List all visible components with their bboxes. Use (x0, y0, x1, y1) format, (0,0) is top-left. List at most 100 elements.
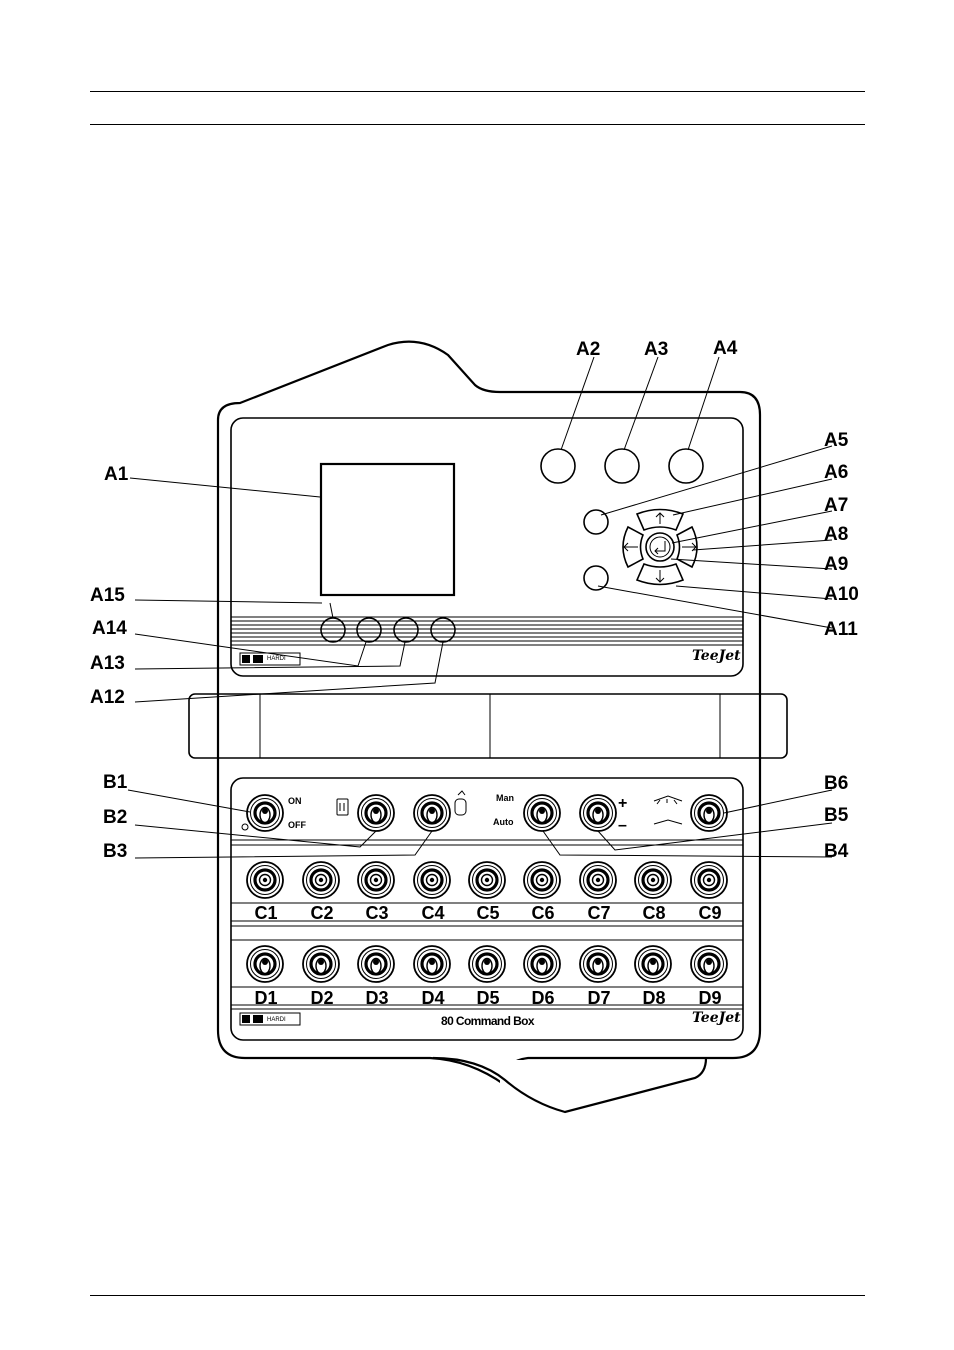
svg-text:D1: D1 (254, 988, 277, 1008)
switch-d9[interactable] (691, 946, 727, 982)
switch-c7[interactable] (580, 862, 616, 898)
svg-text:B3: B3 (103, 841, 127, 862)
switch-c5[interactable] (469, 862, 505, 898)
switch-d8[interactable] (635, 946, 671, 982)
svg-text:B1: B1 (103, 772, 128, 793)
switch-d6[interactable] (524, 946, 560, 982)
svg-text:B6: B6 (824, 773, 848, 794)
model-name: 80 Command Box (441, 1014, 535, 1028)
svg-text:A5: A5 (824, 430, 849, 451)
svg-text:A2: A2 (576, 339, 600, 360)
function-button-a2[interactable] (541, 449, 575, 483)
switch-c6[interactable] (524, 862, 560, 898)
ribbed-strip (231, 617, 743, 645)
arrow-up-icon (656, 513, 664, 524)
button-a12[interactable] (431, 618, 455, 642)
switch-c2[interactable] (303, 862, 339, 898)
switch-b2[interactable] (358, 795, 394, 831)
button-a11[interactable] (584, 566, 608, 590)
hardi-logo-lower: HARDI (240, 1013, 300, 1025)
svg-text:C9: C9 (698, 903, 721, 923)
svg-text:HARDI: HARDI (267, 656, 286, 662)
switch-b3[interactable] (414, 795, 450, 831)
svg-text:C2: C2 (310, 903, 333, 923)
svg-text:A1: A1 (104, 464, 129, 485)
svg-text:A12: A12 (90, 687, 125, 708)
switch-d7[interactable] (580, 946, 616, 982)
button-a15[interactable] (321, 618, 345, 642)
svg-text:D4: D4 (421, 988, 444, 1008)
switch-d2[interactable] (303, 946, 339, 982)
svg-text:B2: B2 (103, 807, 127, 828)
svg-text:A14: A14 (92, 618, 127, 639)
navigation-pad (623, 510, 697, 585)
svg-text:A11: A11 (824, 619, 858, 640)
boom-lower-icon (654, 820, 682, 824)
svg-text:D6: D6 (531, 988, 554, 1008)
label-on: ON (288, 796, 302, 806)
hardi-logo-upper: HARDI (240, 653, 300, 665)
switch-row-c (247, 862, 727, 898)
svg-text:B4: B4 (824, 841, 849, 862)
switch-c1[interactable] (247, 862, 283, 898)
power-icon (242, 824, 248, 830)
switch-b6[interactable] (691, 795, 727, 831)
svg-text:A15: A15 (90, 585, 125, 606)
switch-c9[interactable] (691, 862, 727, 898)
nozzle-icon (455, 791, 466, 815)
label-auto: Auto (493, 817, 514, 827)
switch-d4[interactable] (414, 946, 450, 982)
svg-text:C8: C8 (642, 903, 665, 923)
tank-icon (337, 799, 348, 815)
svg-text:A3: A3 (644, 339, 668, 360)
switch-c3[interactable] (358, 862, 394, 898)
switch-d1[interactable] (247, 946, 283, 982)
svg-text:A6: A6 (824, 462, 848, 483)
svg-text:D9: D9 (698, 988, 721, 1008)
svg-text:C1: C1 (254, 903, 277, 923)
switch-labels-c: C1 C2 C3 C4 C5 C6 C7 C8 C9 (254, 903, 721, 923)
svg-text:D2: D2 (310, 988, 333, 1008)
svg-text:A8: A8 (824, 524, 848, 545)
switch-c8[interactable] (635, 862, 671, 898)
switch-c4[interactable] (414, 862, 450, 898)
svg-text:A10: A10 (824, 584, 859, 605)
svg-text:A7: A7 (824, 495, 848, 516)
label-man: Man (496, 793, 514, 803)
function-button-a3[interactable] (605, 449, 639, 483)
arrow-down-icon (656, 570, 664, 582)
label-plus: + (618, 795, 627, 812)
switch-labels-d: D1 D2 D3 D4 D5 D6 D7 D8 D9 (254, 988, 721, 1008)
svg-text:HARDI: HARDI (267, 1017, 286, 1023)
switch-b1[interactable] (247, 795, 283, 831)
switch-d5[interactable] (469, 946, 505, 982)
svg-text:D5: D5 (476, 988, 499, 1008)
switch-b5[interactable] (580, 795, 616, 831)
middle-cover (189, 694, 787, 758)
arrow-left-icon (624, 543, 638, 551)
switch-d3[interactable] (358, 946, 394, 982)
svg-text:C4: C4 (421, 903, 444, 923)
svg-text:A4: A4 (713, 338, 738, 359)
svg-text:A9: A9 (824, 554, 848, 575)
svg-text:D7: D7 (587, 988, 610, 1008)
svg-text:C7: C7 (587, 903, 610, 923)
switch-row-d (247, 946, 727, 982)
button-a13[interactable] (394, 618, 418, 642)
label-off: OFF (288, 820, 306, 830)
svg-text:B5: B5 (824, 805, 849, 826)
function-button-a4[interactable] (669, 449, 703, 483)
svg-text:D8: D8 (642, 988, 665, 1008)
label-minus: – (618, 817, 627, 834)
button-a14[interactable] (357, 618, 381, 642)
svg-text:D3: D3 (365, 988, 388, 1008)
teejet-logo-upper: TeeJet (692, 648, 741, 664)
svg-text:A13: A13 (90, 653, 125, 674)
teejet-logo-lower: TeeJet (692, 1010, 741, 1026)
svg-text:C3: C3 (365, 903, 388, 923)
switch-b4[interactable] (524, 795, 560, 831)
svg-text:C5: C5 (476, 903, 499, 923)
boom-raise-icon (654, 796, 682, 804)
enter-icon (655, 541, 665, 554)
